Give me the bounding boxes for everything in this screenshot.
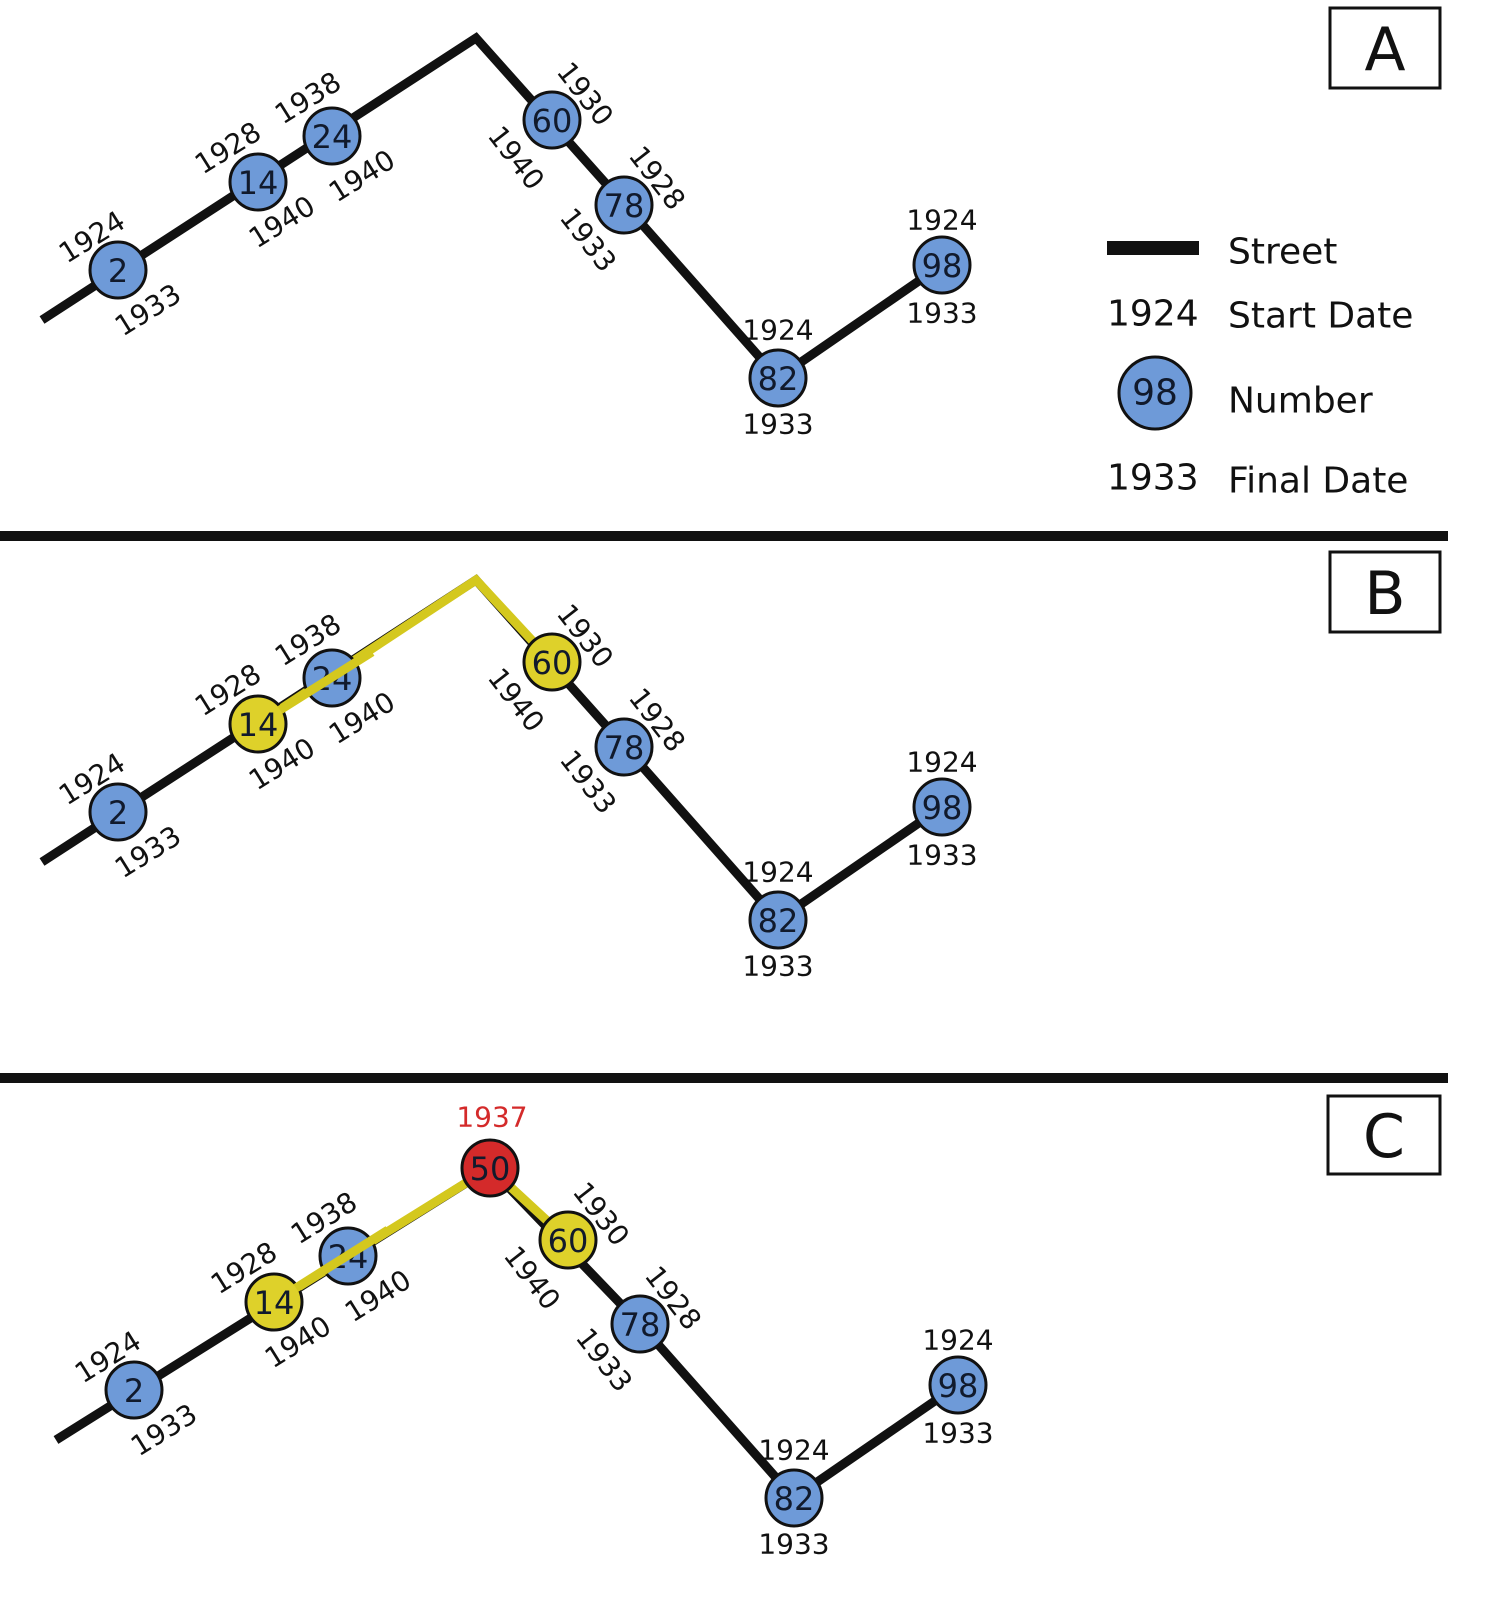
- house-number-node: 82 1924 1933: [758, 1434, 829, 1561]
- house-number: 82: [758, 360, 799, 398]
- start-date: 1924: [922, 1324, 993, 1357]
- house-number: 14: [238, 164, 279, 202]
- start-date: 1937: [456, 1101, 527, 1134]
- legend-final-label: Final Date: [1228, 461, 1408, 502]
- house-number-node: 82 1924 1933: [742, 856, 813, 983]
- panel-label: B: [1364, 559, 1405, 629]
- house-number: 78: [604, 187, 645, 225]
- house-number: 98: [922, 247, 963, 285]
- final-date: 1933: [906, 297, 977, 330]
- node-circle: [460, 1138, 520, 1198]
- node-circle: [912, 777, 972, 837]
- node-circle: [594, 175, 654, 235]
- start-date: 1924: [906, 746, 977, 779]
- panel-divider: [0, 531, 1448, 541]
- house-number-node: 82 1924 1933: [742, 314, 813, 441]
- panel-b: 2192419331419281940241938194060193019407…: [39, 550, 1442, 983]
- house-number: 2: [124, 1372, 144, 1410]
- panel-c: 2192419331419281940241938194050193760193…: [53, 1094, 1442, 1561]
- panel-label-box: [1328, 6, 1442, 90]
- house-number-node: 98 1924 1933: [906, 746, 977, 872]
- start-date: 1924: [742, 856, 813, 889]
- node-circle: [522, 632, 582, 692]
- final-date: 1933: [922, 1417, 993, 1450]
- legend-number-swatch: [1117, 355, 1193, 431]
- house-number: 82: [774, 1480, 815, 1518]
- legend-start-sample: 1924: [1107, 294, 1199, 335]
- legend-final-sample: 1933: [1107, 458, 1199, 499]
- start-date: 1924: [742, 314, 813, 347]
- house-number-node: 98 1924 1933: [906, 204, 977, 330]
- house-number: 78: [620, 1306, 661, 1344]
- node-circle: [748, 890, 808, 950]
- node-circle: [748, 348, 808, 408]
- start-date: 1924: [906, 204, 977, 237]
- house-number: 82: [758, 902, 799, 940]
- panel-label-box: [1326, 1094, 1442, 1176]
- highlighted-street-overlay: [277, 648, 375, 714]
- house-number: 98: [938, 1367, 979, 1405]
- node-circle: [228, 694, 288, 754]
- node-circle: [912, 235, 972, 295]
- legend-number-sample: 98: [1132, 373, 1178, 414]
- house-number: 60: [532, 102, 573, 140]
- panel-label: C: [1363, 1102, 1405, 1172]
- house-number: 14: [254, 1284, 295, 1322]
- house-number: 14: [238, 706, 279, 744]
- start-date: 1924: [758, 1434, 829, 1467]
- panel-label: A: [1364, 15, 1405, 85]
- legend: Street 1924 Start Date 98 Number 1933 Final Da…: [1107, 232, 1413, 502]
- panel-label-box: [1328, 550, 1442, 634]
- street-legend-swatch: [1107, 241, 1199, 255]
- legend-number-label: Number: [1228, 381, 1373, 422]
- node-circle: [244, 1272, 304, 1332]
- node-circle: [538, 1210, 598, 1270]
- final-date: 1933: [906, 839, 977, 872]
- node-circle: [228, 152, 288, 212]
- house-number: 78: [604, 729, 645, 767]
- house-number: 2: [108, 252, 128, 290]
- node-circle: [104, 1360, 164, 1420]
- highlighted-street-overlay: [293, 1226, 391, 1292]
- node-circle: [302, 106, 362, 166]
- panel-divider: [0, 1073, 1448, 1083]
- node-circle: [522, 90, 582, 150]
- house-number: 2: [108, 794, 128, 832]
- panel-a: 2192419331419281940241938194060193019407…: [39, 6, 1442, 441]
- legend-start-label: Start Date: [1228, 296, 1413, 337]
- final-date: 1933: [758, 1528, 829, 1561]
- house-number: 50: [470, 1150, 511, 1188]
- final-date: 1933: [742, 950, 813, 983]
- final-date: 1933: [742, 408, 813, 441]
- node-circle: [594, 717, 654, 777]
- node-circle: [88, 240, 148, 300]
- node-circle: [928, 1355, 988, 1415]
- house-number-node: 50 1937: [456, 1101, 528, 1198]
- node-circle: [610, 1294, 670, 1354]
- house-number: 60: [532, 644, 573, 682]
- node-circle: [764, 1468, 824, 1528]
- house-number: 60: [548, 1222, 589, 1260]
- node-circle: [88, 782, 148, 842]
- house-number: 98: [922, 789, 963, 827]
- house-number: 24: [312, 118, 353, 156]
- house-number-node: 98 1924 1933: [922, 1324, 993, 1450]
- legend-street-label: Street: [1228, 232, 1337, 273]
